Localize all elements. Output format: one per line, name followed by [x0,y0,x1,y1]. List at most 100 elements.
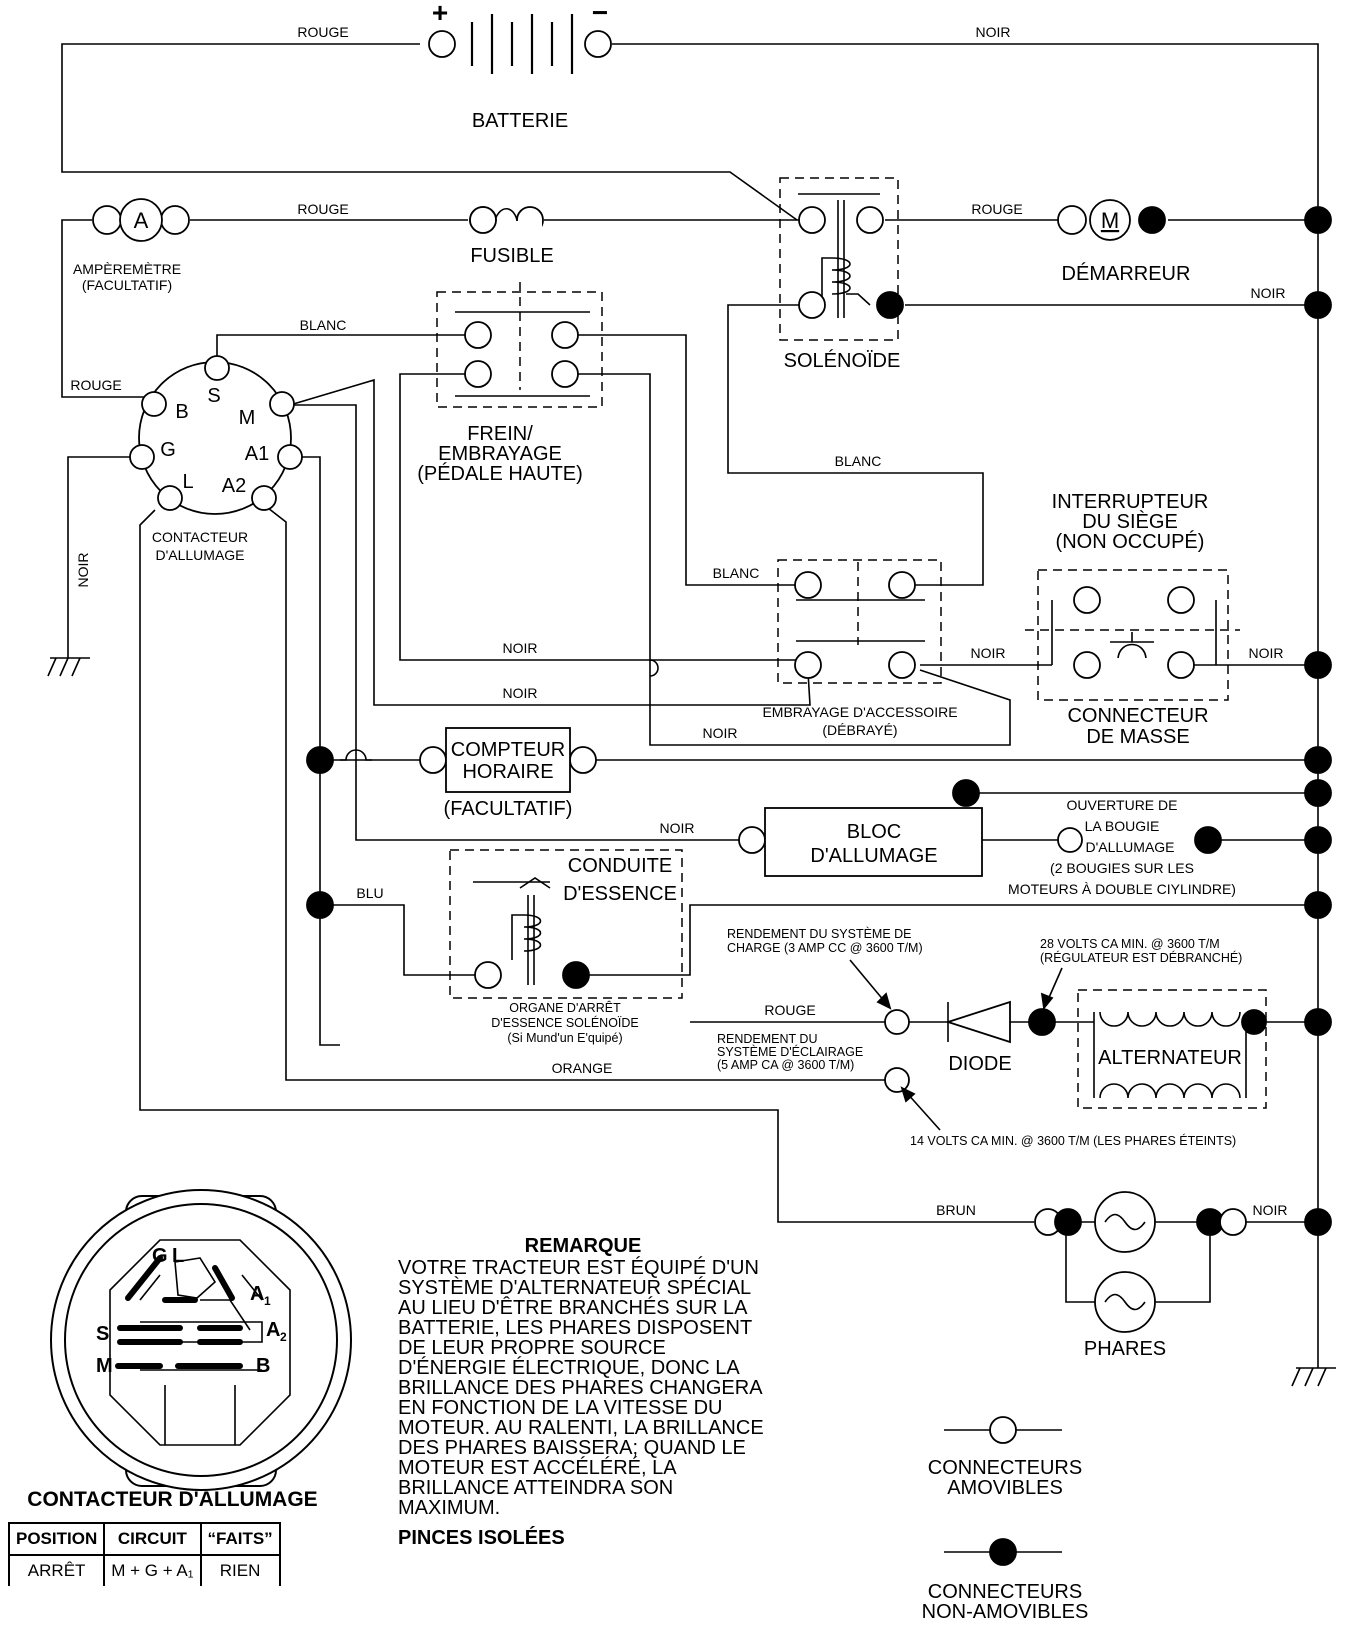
note-title: REMARQUE [524,1235,642,1257]
wire-label: BRUN [936,1202,976,1218]
diode-label: DIODE [948,1053,1011,1075]
charge-label-1: RENDEMENT DU SYSTÈME DE [727,926,912,941]
switch-table: POSITION CIRCUIT “FAITS” ARRÊT M + G + A… [7,1522,281,1586]
face-a2-sub: 2 [280,1330,287,1344]
solenoid-label: SOLÉNOÏDE [784,349,901,372]
wire-label: NOIR [976,24,1011,40]
spark-label-3: D'ALLUMAGE [1085,839,1174,855]
volts14-label: 14 VOLTS CA MIN. @ 3600 T/M (LES PHARES … [910,1133,1236,1148]
terminal-g: G [160,439,176,461]
hour-meter: COMPTEUR HORAIRE (FACULTATIF) [306,727,597,820]
face-b: B [256,1355,270,1377]
connector-legend: CONNECTEURS AMOVIBLES CONNECTEURS NON-AM… [922,1416,1088,1623]
face-a1: A [250,1283,264,1305]
face-m: M [96,1355,113,1377]
fuel-line-label-2: D'ESSENCE [563,883,677,905]
note-subtitle: PINCES ISOLÉES [398,1527,565,1549]
wire-label: NOIR [1253,1202,1288,1218]
table-header: CIRCUIT [103,1522,202,1556]
ammeter: A AMPÈREMÈTRE (FACULTATIF) [73,198,190,293]
seat-label-3: (NON OCCUPÉ) [1056,530,1205,553]
ammeter-optional: (FACULTATIF) [82,277,172,293]
ground-symbol-right [1291,1367,1336,1387]
wire-label: ROUGE [70,377,121,393]
wire-label: BLANC [835,453,882,469]
terminal-l: L [182,471,193,493]
pto-clutch-switch: EMBRAYAGE D'ACCESSOIRE (DÉBRAYÉ) [762,559,958,738]
ignition-switch-label-2: D'ALLUMAGE [155,547,244,563]
ammeter-label: AMPÈREMÈTRE [73,261,181,277]
fuse: FUSIBLE [469,206,554,267]
ground-connector-label-2: DE MASSE [1086,726,1189,748]
ground-connector-label-1: CONNECTEUR [1067,705,1208,727]
motor-symbol: M [1101,208,1119,233]
charge-label-2: CHARGE (3 AMP CC @ 3600 T/M) [727,941,923,955]
terminal-m: M [239,407,256,429]
ignition-switch: S B M G A1 L A2 CONTACTEUR D'ALLUMAGE [129,355,303,563]
wire-label: ROUGE [297,24,348,40]
seat-label-2: DU SIÈGE [1082,510,1178,533]
fuel-stop-label-3: (Si Mund'un E'quipé) [507,1031,622,1045]
terminal-b: B [175,401,188,423]
terminal-s: S [207,385,220,407]
pto-label-1: EMBRAYAGE D'ACCESSOIRE [762,704,957,720]
wire-crossings [340,659,659,761]
table-cell: M + G + A₁ [103,1554,202,1586]
wire-label: ROUGE [764,1002,815,1018]
table-header: “FAITS” [199,1522,281,1556]
wire-label: NOIR [75,553,91,588]
removable-label-2: AMOVIBLES [947,1477,1063,1499]
starter-label: DÉMARREUR [1062,262,1191,285]
face-l: L [172,1245,184,1267]
ignition-switch-face: G L A 1 A 2 S M B [50,1189,352,1491]
spark-label-2: LA BOUGIE [1085,818,1160,834]
table-cell: ARRÊT [7,1554,106,1586]
volts28-label-1: 28 VOLTS CA MIN. @ 3600 T/M [1040,937,1220,951]
lighting-label-1: RENDEMENT DU [717,1032,817,1046]
face-g: G [152,1245,168,1267]
brake-clutch-switch: FREIN/ EMBRAYAGE (PÉDALE HAUTE) [417,282,603,485]
face-s: S [96,1323,109,1345]
fuse-label: FUSIBLE [470,245,553,267]
wire-label: NOIR [1251,285,1286,301]
table-header: POSITION [7,1522,106,1556]
hour-meter-label-1: COMPTEUR [451,739,565,761]
face-a1-sub: 1 [264,1294,271,1308]
ground-bus-connectors [952,206,1332,1236]
wire-label: NOIR [660,820,695,836]
lighting-label-3: (5 AMP CA @ 3600 T/M) [717,1058,854,1072]
charging-system: RENDEMENT DU SYSTÈME DE CHARGE (3 AMP CC… [717,926,1242,1148]
table-cell: RIEN [199,1554,281,1586]
ground-symbol-left [47,657,90,677]
non-removable-label-1: CONNECTEURS [928,1581,1082,1603]
starter: M DÉMARREUR [1057,199,1191,285]
lighting-label-2: SYSTÈME D'ÉCLAIRAGE [717,1044,863,1059]
note-body: VOTRE TRACTEUR EST ÉQUIPÉ D'UN SYSTÈME D… [398,1257,764,1519]
hour-meter-optional: (FACULTATIF) [444,798,573,820]
ammeter-symbol: A [134,208,149,233]
wire-labels: ROUGE NOIR ROUGE ROUGE NOIR BLANC ROUGE … [70,24,1287,1218]
wire-label: NOIR [971,645,1006,661]
wire-label: BLANC [300,317,347,333]
hour-meter-label-2: HORAIRE [462,761,553,783]
fuel-line-label-1: CONDUITE [568,855,672,877]
alternator-label: ALTERNATEUR [1098,1047,1242,1069]
spark-label-5: MOTEURS À DOUBLE CIYLINDRE) [1008,881,1236,897]
switch-table-title: CONTACTEUR D'ALLUMAGE [27,1488,318,1511]
battery-label: BATTERIE [472,110,568,132]
volts28-label-2: (RÉGULATEUR EST DÉBRANCHÉ) [1040,950,1242,965]
wires [61,43,1319,1553]
alternator: ALTERNATEUR [1077,989,1267,1109]
table-header-row: POSITION CIRCUIT “FAITS” [7,1522,281,1556]
wire-label: BLANC [713,565,760,581]
wire-label: NOIR [1249,645,1284,661]
fuel-stop-label-1: ORGANE D'ARRÊT [509,1000,621,1015]
ignition-switch-label-1: CONTACTEUR [152,529,248,545]
spark-label-1: OUVERTURE DE [1067,797,1178,813]
seat-switch: INTERRUPTEUR DU SIÈGE (NON OCCUPÉ) CONNE… [1025,491,1240,748]
ignition-module-label-1: BLOC [847,821,901,843]
wire-label: BLU [356,885,383,901]
removable-label-1: CONNECTEURS [928,1457,1082,1479]
wire-label: ORANGE [552,1060,613,1076]
